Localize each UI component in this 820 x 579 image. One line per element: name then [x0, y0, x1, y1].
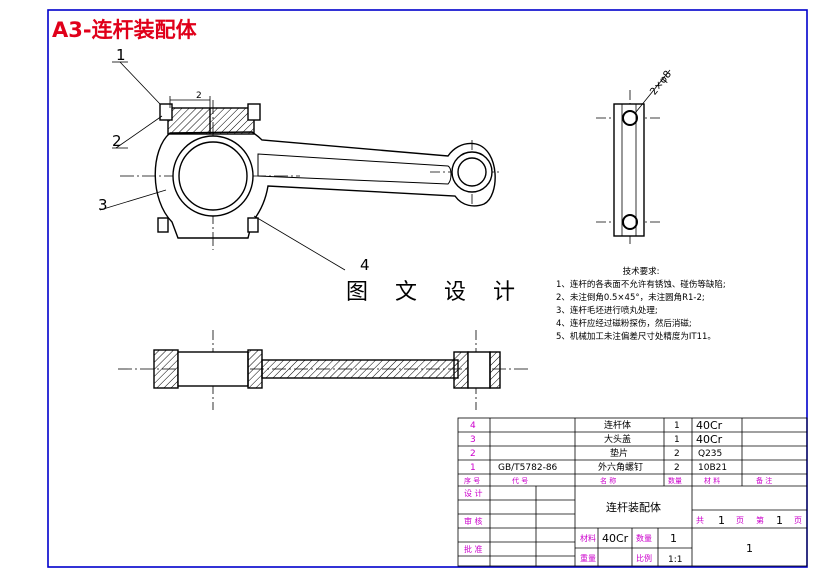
- bom-row-name: 外六角螺钉: [598, 461, 643, 473]
- bom-row-name: 大头盖: [604, 433, 631, 445]
- balloon-1: 1: [116, 46, 126, 64]
- bom-row-name: 垫片: [610, 447, 628, 459]
- balloon-3: 3: [98, 196, 108, 214]
- bom-header-note: 备 注: [756, 476, 772, 485]
- tb-quantity-label: 数量: [636, 533, 652, 543]
- requirement-item: 3、连杆毛坯进行喷丸处理;: [556, 306, 658, 316]
- bom-row-qty: 1: [674, 421, 680, 431]
- bom-row-material: 40Cr: [696, 419, 723, 432]
- bom-row-name: 连杆体: [604, 419, 631, 431]
- tb-sheet-label: 第: [756, 515, 764, 525]
- bom-row-qty: 2: [674, 449, 680, 459]
- tb-sheet-value: 1: [776, 514, 783, 527]
- bom-header-code: 代 号: [512, 476, 528, 485]
- requirement-item: 4、连杆应经过磁粉探伤，然后消磁;: [556, 319, 692, 329]
- requirement-item: 2、未注倒角0.5×45°，未注圆角R1-2;: [556, 293, 705, 303]
- technical-requirements: 技术要求: 1、连杆的各表面不允许有锈蚀、碰伤等缺陷; 2、未注倒角0.5×45…: [556, 266, 796, 344]
- tb-approve-label: 批 准: [464, 544, 483, 554]
- tb-total-value: 1: [718, 514, 725, 527]
- tb-total-label: 共: [696, 516, 704, 525]
- drawing-title: A3-连杆装配体: [52, 18, 197, 42]
- tb-drawing-no: 1: [746, 542, 753, 555]
- bom-row-material: Q235: [698, 449, 722, 459]
- bom-header-qty: 数量: [668, 476, 682, 485]
- tb-quantity-value: 1: [670, 532, 677, 545]
- tb-scale-label: 比例: [636, 553, 652, 563]
- balloon-2: 2: [112, 132, 122, 150]
- section-view: [118, 330, 530, 410]
- tb-drawing-name: 连杆装配体: [606, 500, 661, 514]
- watermark: 图 文 设 计: [340, 274, 531, 306]
- bom-row-no: 2: [470, 449, 476, 459]
- tb-total-unit: 页: [736, 516, 744, 525]
- bom-row-no: 3: [470, 435, 476, 445]
- tb-weight-label: 重量: [580, 553, 596, 563]
- tb-scale-value: 1:1: [668, 555, 682, 565]
- tb-design-label: 设 计: [464, 488, 483, 498]
- requirements-title: 技术要求:: [622, 267, 660, 277]
- bom-row-material: 40Cr: [696, 433, 723, 446]
- requirement-item: 5、机械加工未注偏差尺寸处精度为IT11。: [556, 332, 716, 342]
- bom-header-no: 序 号: [464, 476, 480, 485]
- drawing-border: [47, 9, 808, 568]
- dim-gap-label: 2: [196, 91, 202, 101]
- bom-row-no: 1: [470, 463, 476, 473]
- tb-material-value: 40Cr: [602, 532, 629, 545]
- bom-header-material: 材 料: [704, 476, 720, 485]
- tb-check-label: 审 核: [464, 516, 483, 526]
- bom-row-qty: 1: [674, 435, 680, 445]
- bom-row-qty: 2: [674, 463, 680, 473]
- bom-row-no: 4: [470, 421, 476, 431]
- side-view: [596, 69, 671, 245]
- tb-material-label: 材料: [580, 533, 596, 543]
- front-view: [99, 61, 500, 271]
- bom-row-code: GB/T5782-86: [498, 463, 558, 473]
- requirement-item: 1、连杆的各表面不允许有锈蚀、碰伤等缺陷;: [556, 280, 726, 290]
- tb-sheet-unit: 页: [794, 516, 802, 525]
- bom-header-name: 名 称: [600, 476, 616, 485]
- balloon-4: 4: [360, 256, 370, 274]
- bom-row-material: 10B21: [698, 463, 727, 473]
- bom-table: [457, 417, 808, 567]
- dim-bolt-holes-label: 2×φ8: [648, 69, 674, 98]
